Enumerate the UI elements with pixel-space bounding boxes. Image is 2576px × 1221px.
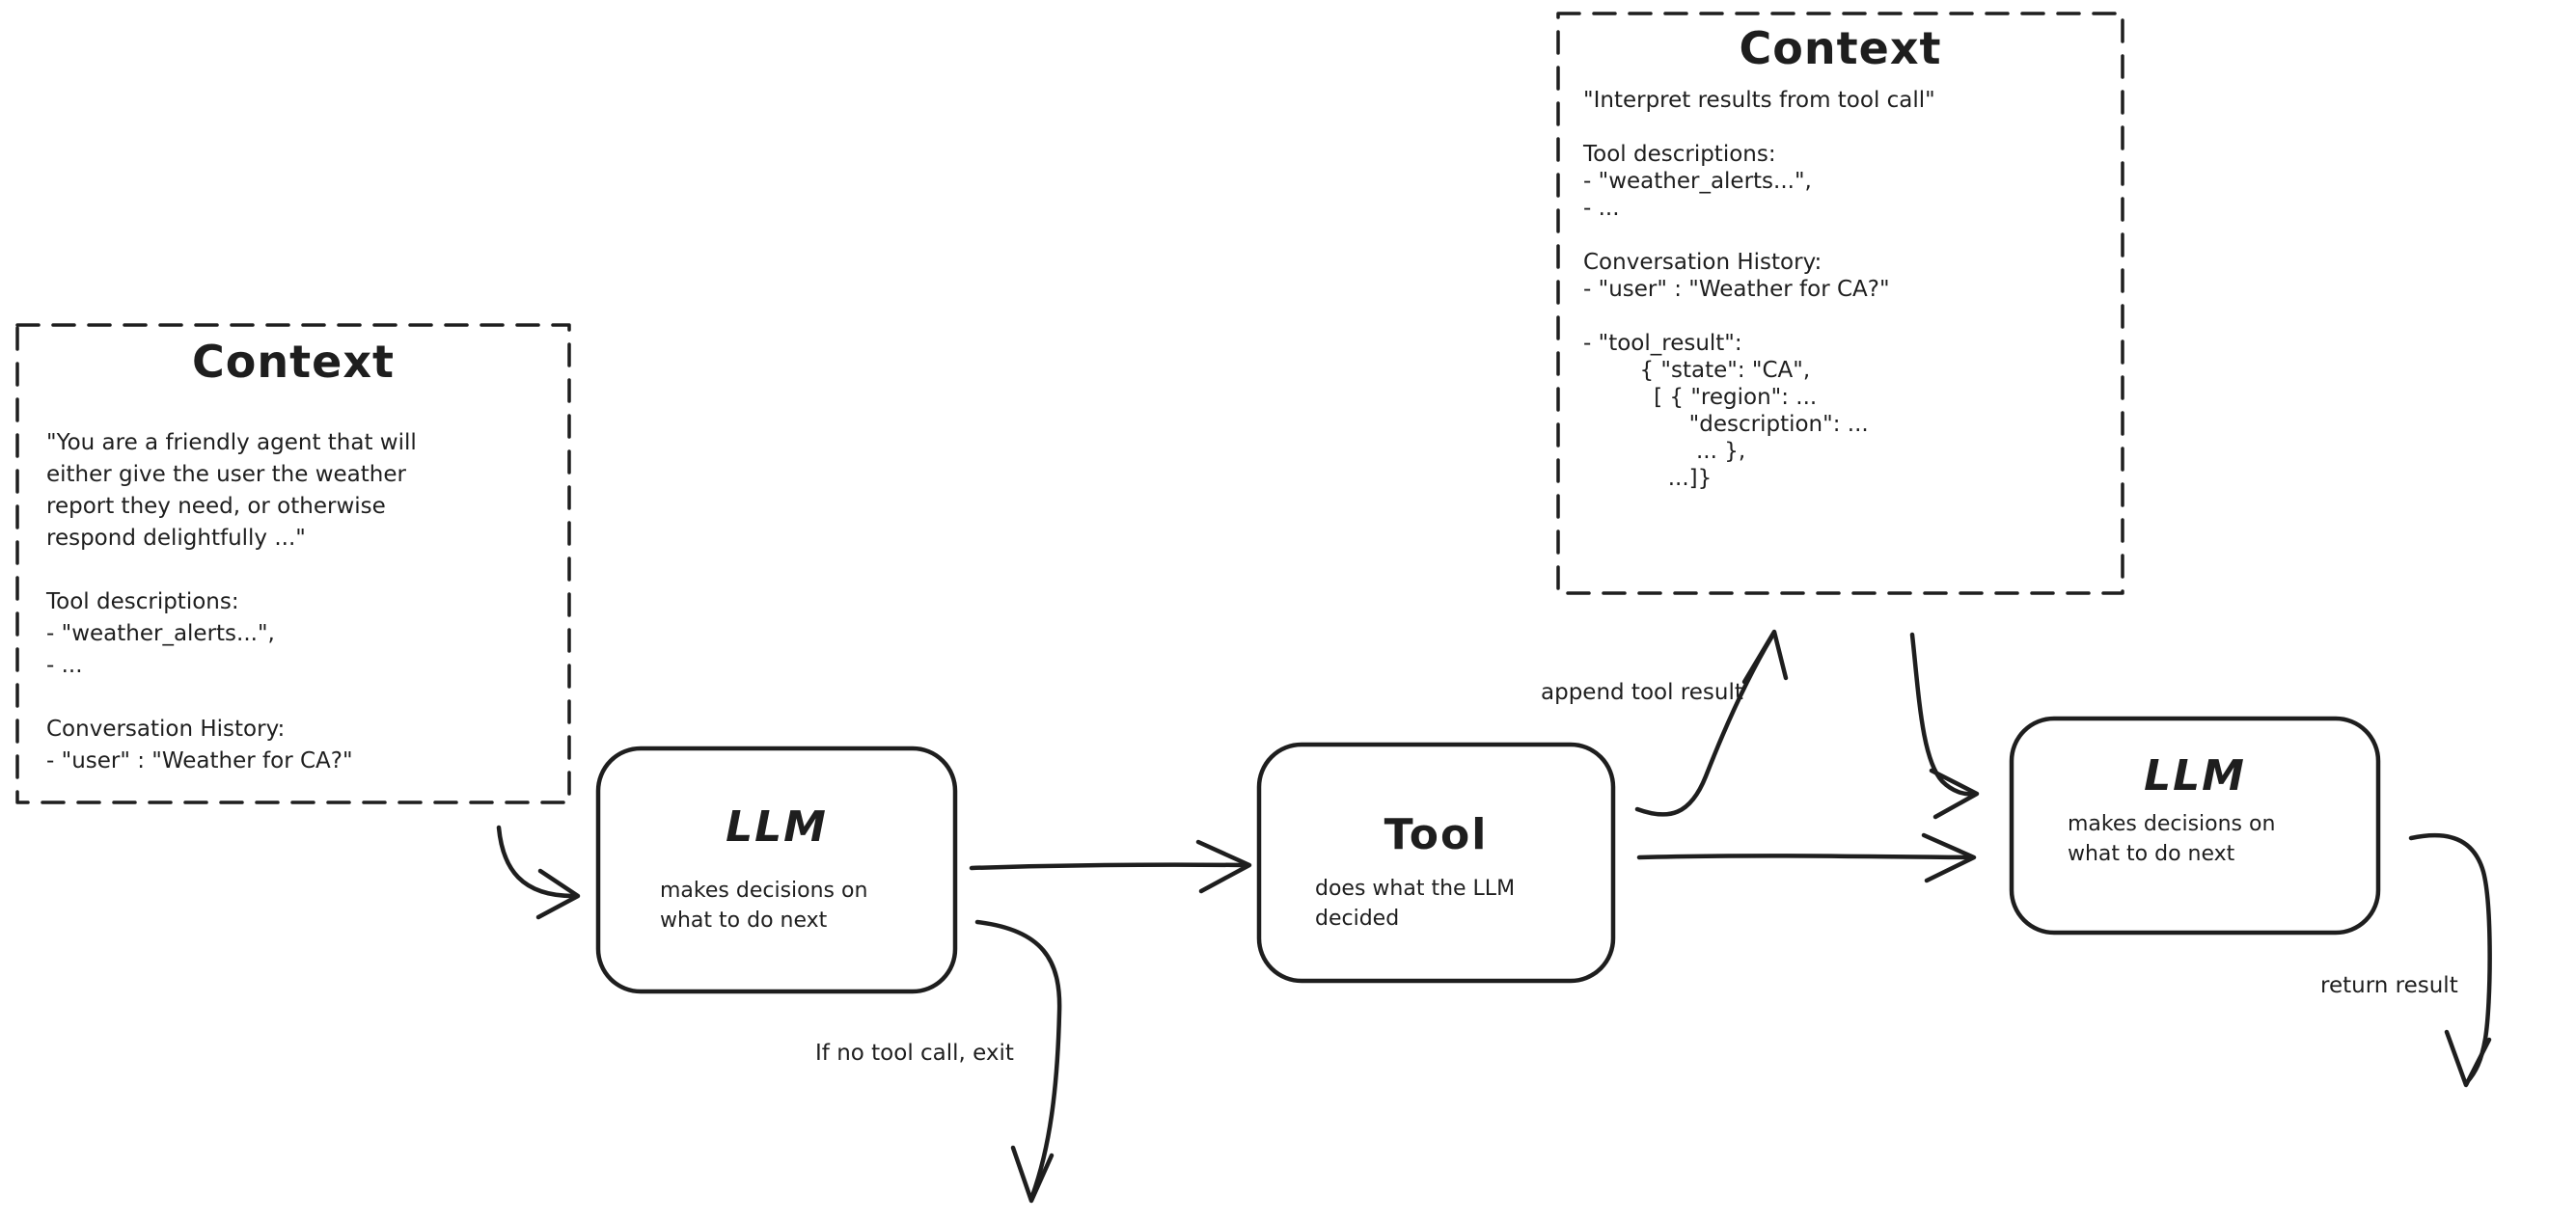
tool-node: Tool does what the LLM decided (1259, 745, 1613, 981)
arrow-tool-to-llm2 (1636, 832, 1977, 883)
context-top-title: Context (1739, 22, 1942, 74)
llm1-node-subtitle: makes decisions on what to do next (660, 879, 868, 933)
arrow-llm1-exit (974, 919, 1062, 1204)
arrow-context-left-to-llm1 (496, 825, 581, 920)
context-top-border (1556, 12, 2124, 595)
llm1-node-border (595, 746, 958, 994)
arrow-tool-to-context-top (1634, 629, 1789, 817)
arrow-llm1-to-tool (969, 839, 1252, 894)
context-left-text: "You are a friendly agent that will eith… (46, 430, 417, 773)
llm2-node-subtitle: makes decisions on what to do next (2068, 812, 2276, 866)
context-top-text: "Interpret results from tool call" Tool … (1583, 88, 1935, 491)
return-result-label: return result (2320, 973, 2458, 998)
tool-node-border (1256, 742, 1616, 984)
context-top-box: Context "Interpret results from tool cal… (1558, 14, 2123, 593)
arrow-llm2-return (2408, 832, 2492, 1088)
tool-node-subtitle: does what the LLM decided (1315, 877, 1516, 931)
llm2-node: LLM makes decisions on what to do next (2012, 719, 2378, 933)
llm2-node-border (2009, 716, 2381, 936)
context-left-box: Context "You are a friendly agent that w… (17, 325, 569, 802)
if-no-tool-call-exit-label: If no tool call, exit (815, 1041, 1014, 1066)
llm2-node-title: LLM (2144, 751, 2246, 800)
context-left-border (15, 323, 571, 804)
llm1-node: LLM makes decisions on what to do next (598, 748, 955, 991)
context-left-title: Context (192, 336, 395, 388)
arrow-context-top-to-llm2 (1909, 632, 1980, 820)
llm1-node-title: LLM (726, 802, 828, 852)
append-tool-result-label: append tool result (1541, 680, 1743, 705)
tool-node-title: Tool (1384, 810, 1489, 859)
